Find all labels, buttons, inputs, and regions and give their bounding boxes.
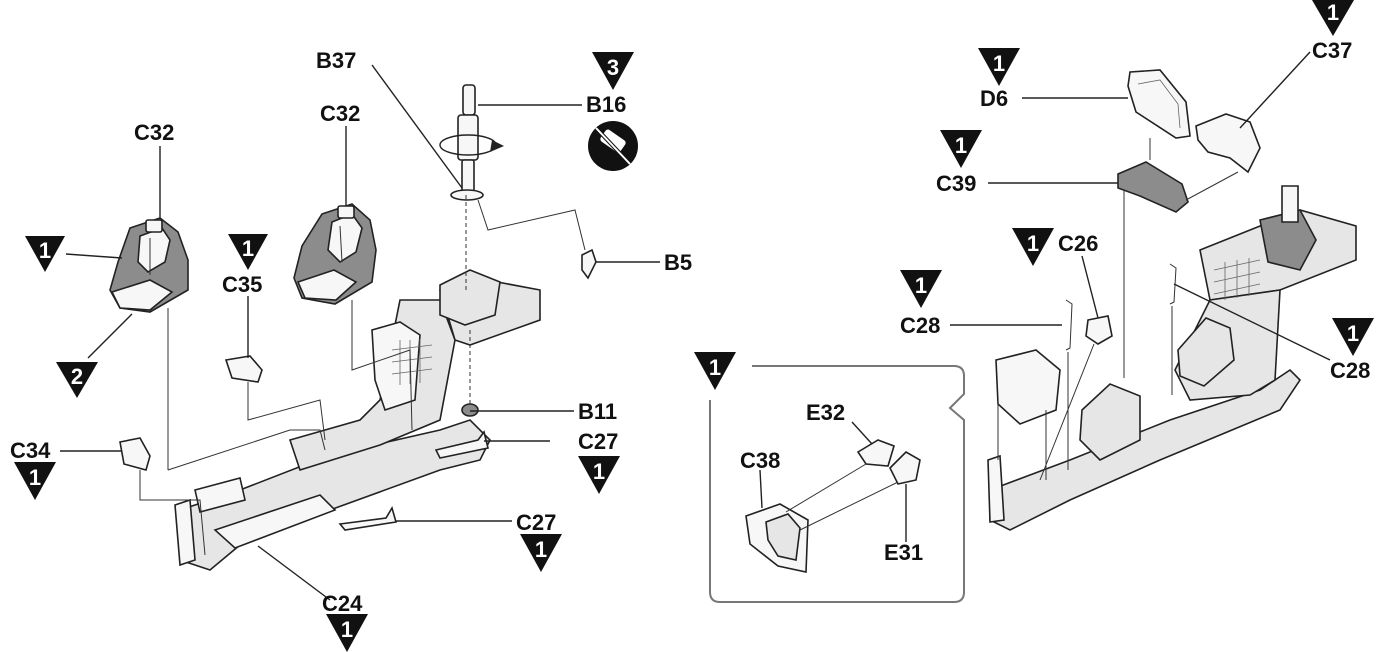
label-e31: E31 bbox=[884, 540, 923, 565]
part-c27-lower bbox=[338, 506, 398, 531]
guide-lines-right bbox=[997, 138, 1239, 481]
chassis-left bbox=[174, 269, 541, 571]
marker-c28-right: 1 bbox=[1332, 318, 1374, 356]
label-c27-lower: C27 bbox=[516, 510, 556, 535]
marker-c32-left-bottom: 2 bbox=[56, 362, 98, 398]
label-e32: E32 bbox=[806, 400, 845, 425]
svg-text:1: 1 bbox=[915, 273, 927, 298]
part-c27-upper bbox=[434, 430, 489, 459]
label-d6: D6 bbox=[980, 86, 1008, 111]
label-c28-right: C28 bbox=[1330, 358, 1370, 383]
label-c26: C26 bbox=[1058, 231, 1098, 256]
svg-text:1: 1 bbox=[535, 537, 547, 562]
label-c32-left: C32 bbox=[134, 120, 174, 145]
callout-box bbox=[709, 365, 965, 603]
svg-text:1: 1 bbox=[242, 236, 254, 261]
svg-text:1: 1 bbox=[1347, 321, 1359, 346]
svg-text:1: 1 bbox=[1027, 231, 1039, 256]
marker-c35: 1 bbox=[228, 234, 268, 270]
svg-text:1: 1 bbox=[709, 355, 721, 380]
marker-c28-left: 1 bbox=[900, 270, 942, 308]
part-b5 bbox=[581, 248, 597, 280]
svg-text:1: 1 bbox=[993, 51, 1005, 76]
part-c35 bbox=[224, 355, 263, 383]
part-c34 bbox=[119, 437, 151, 471]
no-glue-icon bbox=[588, 121, 638, 171]
seat-c32-left bbox=[109, 217, 189, 313]
label-c35: C35 bbox=[222, 272, 262, 297]
rotate-arrow-icon bbox=[439, 134, 504, 156]
marker-c37: 1 bbox=[1312, 0, 1354, 36]
label-c28-left: C28 bbox=[900, 313, 940, 338]
label-b37: B37 bbox=[316, 48, 356, 73]
label-c34: C34 bbox=[10, 438, 51, 463]
label-c38: C38 bbox=[740, 448, 780, 473]
marker-c24: 1 bbox=[326, 614, 368, 652]
label-c37: C37 bbox=[1312, 38, 1352, 63]
seat-c32-mid bbox=[293, 203, 377, 305]
marker-c34: 1 bbox=[14, 462, 56, 500]
marker-c27-upper: 1 bbox=[578, 456, 620, 494]
svg-text:1: 1 bbox=[955, 133, 967, 158]
part-c28-left bbox=[1065, 299, 1073, 351]
chassis-right bbox=[987, 185, 1357, 531]
leader-lines-right bbox=[950, 51, 1331, 361]
label-b16: B16 bbox=[586, 92, 626, 117]
svg-text:1: 1 bbox=[593, 459, 605, 484]
part-c39 bbox=[1117, 161, 1189, 213]
label-c39: C39 bbox=[936, 171, 976, 196]
seat-pad-d6 bbox=[1127, 69, 1191, 139]
svg-text:1: 1 bbox=[341, 617, 353, 642]
knob-b11 bbox=[461, 403, 479, 417]
marker-c32-left-top: 1 bbox=[25, 236, 65, 272]
guide-lines-left bbox=[139, 195, 586, 556]
label-c32-mid: C32 bbox=[320, 101, 360, 126]
leader-lines-left bbox=[60, 64, 660, 601]
marker-b16: 3 bbox=[592, 52, 634, 90]
svg-text:1: 1 bbox=[1327, 0, 1339, 25]
svg-text:1: 1 bbox=[39, 238, 51, 263]
marker-c27-lower: 1 bbox=[520, 534, 562, 572]
label-c27-upper: C27 bbox=[578, 429, 618, 454]
svg-text:1: 1 bbox=[29, 465, 41, 490]
svg-text:2: 2 bbox=[71, 364, 83, 389]
marker-c39: 1 bbox=[940, 130, 982, 168]
label-b11: B11 bbox=[578, 399, 617, 424]
svg-text:3: 3 bbox=[607, 55, 619, 80]
marker-callout: 1 bbox=[694, 352, 736, 390]
marker-d6: 1 bbox=[978, 48, 1020, 86]
steering-column-b16 bbox=[450, 84, 484, 201]
part-c37 bbox=[1195, 113, 1261, 174]
label-c24: C24 bbox=[322, 591, 363, 616]
label-b5: B5 bbox=[664, 250, 692, 275]
part-c26 bbox=[1085, 315, 1113, 345]
marker-c26: 1 bbox=[1012, 228, 1054, 266]
